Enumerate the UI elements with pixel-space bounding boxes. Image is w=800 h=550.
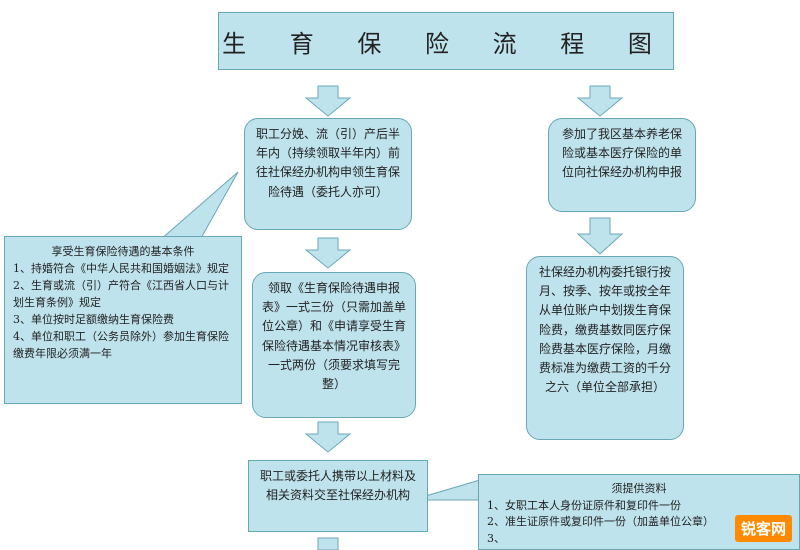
right-step-1: 参加了我区基本养老保险或基本医疗保险的单位向社保经办机构申报 bbox=[548, 118, 696, 212]
conditions-item: 4、单位和职工（公务员除外）参加生育保险缴费年限必须满一年 bbox=[13, 330, 229, 361]
diagram-title: 生 育 保 险 流 程 图 bbox=[222, 29, 670, 58]
left-step-3-text: 职工或委托人携带以上材料及相关资料交至社保经办机构 bbox=[259, 469, 416, 503]
right-step-2: 社保经办机构委托银行按月、按季、按年或按全年从单位账户中划拨生育保险费，缴费基数… bbox=[526, 256, 684, 440]
left-step-2-text: 领取《生育保险待遇申报表》一式三份（只需加盖单位公章）和《申请享受生育保险待遇基… bbox=[261, 281, 406, 391]
materials-item: 2、准生证原件或复印件一份（加盖单位公章） bbox=[487, 515, 714, 528]
arrow-down-icon bbox=[576, 85, 624, 117]
materials-title: 须提供资料 bbox=[611, 482, 667, 495]
conditions-item: 1、持婚符合《中华人民共和国婚姻法》规定 bbox=[13, 262, 229, 276]
conditions-title: 享受生育保险待遇的基本条件 bbox=[51, 245, 195, 258]
materials-item: 1、女职工本人身份证原件和复印件一份 bbox=[487, 498, 681, 512]
conditions-item: 2、生育或流（引）产符合《江西省人口与计划生育条例》规定 bbox=[13, 279, 229, 310]
arrow-down-icon bbox=[576, 217, 624, 255]
left-step-3: 职工或委托人携带以上材料及相关资料交至社保经办机构 bbox=[248, 460, 428, 532]
conditions-callout: 享受生育保险待遇的基本条件 1、持婚符合《中华人民共和国婚姻法》规定 2、生育或… bbox=[4, 236, 242, 404]
arrow-down-icon bbox=[304, 421, 352, 453]
arrow-down-icon bbox=[317, 537, 339, 550]
left-step-1: 职工分娩、流（引）产后半年内（持续领取半年内）前往社保经办机构申领生育保险待遇（… bbox=[244, 118, 412, 230]
left-step-2: 领取《生育保险待遇申报表》一式三份（只需加盖单位公章）和《申请享受生育保险待遇基… bbox=[252, 272, 416, 418]
right-step-1-text: 参加了我区基本养老保险或基本医疗保险的单位向社保经办机构申报 bbox=[561, 127, 682, 180]
arrow-down-icon bbox=[304, 85, 352, 117]
diagram-title-box: 生 育 保 险 流 程 图 bbox=[218, 12, 674, 70]
materials-item: 3、 bbox=[487, 531, 505, 545]
conditions-item: 3、单位按时足额缴纳生育保险费 bbox=[13, 313, 174, 327]
left-step-1-text: 职工分娩、流（引）产后半年内（持续领取半年内）前往社保经办机构申领生育保险待遇（… bbox=[255, 127, 400, 199]
right-step-2-text: 社保经办机构委托银行按月、按季、按年或按全年从单位账户中划拨生育保险费，缴费基数… bbox=[538, 265, 671, 395]
arrow-down-icon bbox=[304, 237, 352, 269]
callout-pointer bbox=[158, 171, 239, 241]
watermark-logo: 锐客网 bbox=[734, 515, 792, 542]
